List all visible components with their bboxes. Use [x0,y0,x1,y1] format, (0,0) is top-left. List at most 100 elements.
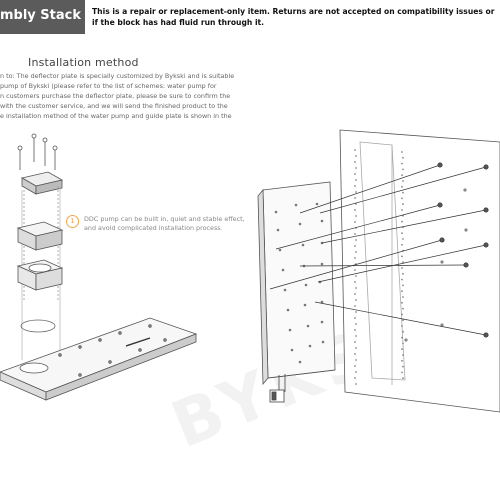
alignment-line [314,301,487,336]
screw-head [483,242,489,248]
panel-hole [401,220,403,223]
exploded-pump-stack [0,133,198,401]
deflector-base-plate [0,317,198,401]
panel-hole [402,156,404,159]
panel-hole [355,191,357,193]
panel-hole [402,238,404,240]
panel-hole [402,261,404,264]
panel-hole [355,383,357,385]
panel-hole [354,257,356,259]
plate-hole [286,308,290,312]
panel-hole [355,359,357,361]
plate-hole [290,348,294,352]
plate-hole [283,288,287,292]
header-bar: mbly Stack [0,0,85,34]
plate-hole [306,324,310,328]
panel-hole [401,290,403,293]
screw-head [439,237,445,243]
screws [17,133,58,170]
panel-hole [401,162,403,165]
plate-hole [301,243,305,247]
panel-hole [355,251,357,253]
alignment-lines [269,162,489,338]
panel-hole [354,365,356,367]
panel-hole [401,174,403,177]
plate-hole [308,344,312,348]
panel-hole [401,359,403,362]
panel-hole [355,239,357,241]
panel-screw-hole [464,228,468,232]
panel-hole [401,336,403,339]
panel-hole [401,348,403,351]
alignment-line [319,166,487,214]
panel-hole [402,307,404,310]
panel-hole [355,155,357,157]
pump-body [16,221,64,251]
section-title: Installation method [28,56,139,69]
plate-hole [320,320,324,324]
panel-hole [355,203,357,205]
panel-hole [354,353,356,355]
feature-note: 1 DDC pump can be built in, quiet and st… [66,215,246,232]
panel-hole [355,167,357,169]
panel-hole [355,335,357,337]
panel-hole [355,275,357,277]
pump-top-cover [20,171,64,195]
alignment-line [317,244,487,283]
panel-hole [402,365,404,368]
pump-ring [16,259,64,291]
panel-hole [401,301,403,304]
panel-hole [354,185,356,187]
alignment-line [321,209,487,244]
panel-hole [401,313,403,316]
panel-hole [402,319,404,322]
panel-hole [354,149,356,151]
plate-hole [298,360,302,364]
panel-hole [401,185,403,188]
panel-hole [354,197,356,199]
panel-hole [401,278,403,281]
panel-hole [354,245,356,247]
panel-screw-hole [463,188,467,192]
panel-hole [401,267,403,269]
panel-screw-hole [440,260,444,264]
return-notice: This is a repair or replacement-only ite… [92,7,495,27]
panel-hole [355,215,357,217]
plate-hole [288,328,292,332]
panel-screw-hole [440,323,444,327]
panel-hole [354,317,356,319]
alignment-line [275,204,441,250]
panel-hole [402,354,404,356]
wire-connector [269,374,286,403]
panel-hole [354,305,356,307]
screw-head [483,164,489,170]
panel-hole [401,197,403,200]
panel-hole [402,342,404,345]
screw-head [437,202,443,208]
panel-hole [402,203,404,206]
plate-hole [281,268,285,272]
panel-hole [401,209,403,211]
panel-hole [355,323,357,325]
screw-head [483,207,489,213]
page-title: mbly Stack [0,8,82,23]
panel-hole [401,243,403,246]
panel-hole [401,371,403,374]
alignment-line [299,164,441,214]
plate-hole [320,300,324,304]
plate-hole [304,283,308,287]
panel-hole [354,281,356,283]
case-panel [339,129,500,413]
panel-hole [355,287,357,289]
panel-hole [354,209,356,211]
panel-screw-hole [404,338,408,342]
panel-hole [354,341,356,343]
panel-hole [355,371,357,373]
panel-hole [402,284,404,287]
plate-hole [276,228,280,232]
plate-hole [278,248,282,252]
plate-hole [294,203,298,207]
panel-hole [402,180,404,182]
panel-hole [354,161,356,163]
screw-head [463,262,469,268]
